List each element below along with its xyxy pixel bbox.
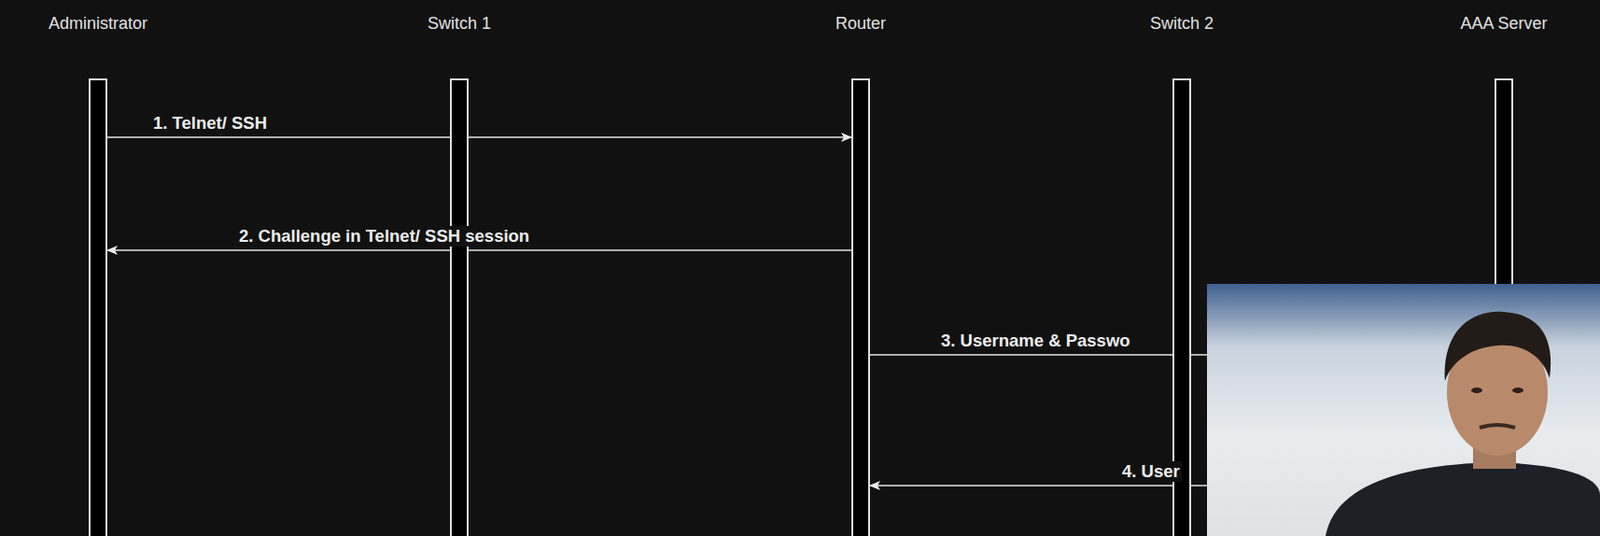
lifeline-bar: [1494, 78, 1514, 536]
participant-name: AAA Server: [1456, 13, 1551, 34]
participant-name: Administrator: [44, 13, 152, 34]
message-arrow: [107, 249, 852, 252]
participant-name: Router: [831, 13, 890, 34]
lifeline: Administrator: [44, 13, 152, 536]
webcam-neck: [1473, 431, 1516, 469]
message-label: 4. User: [1120, 461, 1182, 482]
lifeline: Switch 2: [1146, 13, 1218, 536]
lifeline-bar: [851, 78, 871, 536]
lifeline: AAA Server: [1456, 13, 1551, 536]
message-label: 1. Telnet/ SSH: [151, 112, 269, 134]
participant-name: Switch 2: [1146, 13, 1218, 34]
webcam-eye: [1512, 387, 1524, 393]
lifeline-bar: [449, 78, 469, 536]
webcam-mustache: [1479, 424, 1516, 428]
webcam-background: [1207, 283, 1600, 536]
lifeline-bar: [88, 78, 108, 536]
participant-name: Switch 1: [423, 13, 495, 34]
webcam-hair: [1445, 311, 1551, 381]
message-label: 2. Challenge in Telnet/ SSH session: [237, 225, 532, 247]
webcam-eye: [1471, 387, 1483, 393]
message-label: 3. Username & Passwo: [939, 330, 1133, 351]
lifeline: Router: [831, 13, 890, 536]
lifeline: Switch 1: [423, 13, 495, 536]
message-arrow: [107, 136, 852, 139]
webcam-face: [1446, 328, 1548, 456]
webcam-shirt: [1325, 462, 1600, 536]
